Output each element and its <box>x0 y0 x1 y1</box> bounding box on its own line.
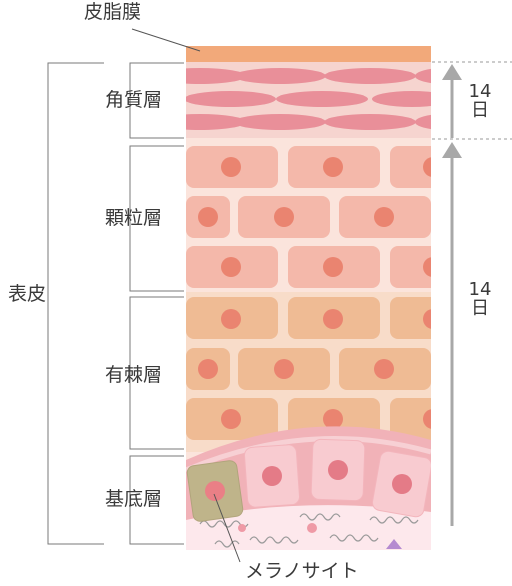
melanocyte-nucleus <box>205 481 225 501</box>
melanocyte-cell <box>186 460 244 522</box>
melanocyte-label: メラノサイト <box>245 560 359 582</box>
dermis-fibers <box>199 513 419 548</box>
granular-cells <box>186 146 431 288</box>
corneum-cell <box>324 68 416 84</box>
nucleus <box>198 207 218 227</box>
nucleus <box>221 309 241 329</box>
turnover-arrow-head <box>442 142 462 158</box>
corneum-cell <box>276 91 368 107</box>
fiber <box>199 520 249 528</box>
corneum-duration: 14 日 <box>467 82 493 121</box>
nucleus <box>323 257 343 277</box>
nucleus <box>221 157 241 177</box>
timeline <box>432 61 512 526</box>
corneum-cell <box>234 68 326 84</box>
dermis-cell <box>238 524 246 532</box>
granular-bracket <box>129 145 184 292</box>
sebum-label: 皮脂膜 <box>84 1 142 23</box>
layer-brackets <box>47 62 184 545</box>
corneum-bracket <box>129 62 184 139</box>
corneum-cell <box>186 114 246 130</box>
corneum-cells <box>186 68 431 130</box>
fiber <box>369 516 419 524</box>
dermis-marker <box>386 539 402 549</box>
nucleus <box>423 309 431 329</box>
sebum-film <box>186 46 431 62</box>
corneum-cell <box>324 114 416 130</box>
spinous-cell <box>390 398 431 440</box>
corneum-cell <box>415 68 431 84</box>
sebum-leader-line <box>131 28 201 52</box>
basal-nucleus <box>328 460 348 480</box>
granular-cell <box>390 246 431 288</box>
nucleus <box>221 257 241 277</box>
corneum-cell <box>372 91 431 107</box>
turnover-duration-unit: 日 <box>471 298 489 320</box>
granular-cell <box>390 146 431 188</box>
nucleus <box>274 207 294 227</box>
corneum-arrow-head <box>442 64 462 80</box>
spinous-cell <box>390 297 431 339</box>
stratum-basale-label: 基底層 <box>105 488 163 510</box>
nucleus <box>323 409 343 429</box>
nucleus <box>274 359 294 379</box>
nucleus <box>374 359 394 379</box>
nucleus <box>423 157 431 177</box>
corneum-cell <box>186 91 276 107</box>
corneum-duration-unit: 日 <box>471 100 489 122</box>
fiber <box>329 534 379 542</box>
stratum-corneum-label: 角質層 <box>105 89 163 111</box>
basal-bracket <box>129 455 184 545</box>
corneum-duration-value: 14 <box>468 81 492 102</box>
nucleus <box>198 359 218 379</box>
epidermis-bracket <box>47 62 104 545</box>
stratum-granulosum-label: 顆粒層 <box>105 207 163 229</box>
turnover-duration-value: 14 <box>468 279 492 300</box>
melanocyte-leader-line <box>213 493 241 563</box>
nucleus <box>374 207 394 227</box>
fiber <box>214 540 240 548</box>
nucleus <box>423 409 431 429</box>
fiber <box>249 536 299 544</box>
skin-cross-section <box>186 46 431 550</box>
basal-membrane-line <box>186 436 431 473</box>
turnover-duration: 14 日 <box>467 280 493 319</box>
spinous-bracket <box>129 296 184 450</box>
corneum-cell <box>415 114 431 130</box>
nucleus <box>323 157 343 177</box>
corneum-cell <box>186 68 246 84</box>
epidermis-label: 表皮 <box>8 283 47 305</box>
nucleus <box>423 257 431 277</box>
nucleus <box>323 309 343 329</box>
basal-cells <box>244 438 431 518</box>
basal-nucleus <box>392 474 412 494</box>
dermis-cells <box>238 523 317 533</box>
corneum-cell <box>234 114 326 130</box>
fiber <box>299 513 341 521</box>
dermis-cell <box>307 523 317 533</box>
basal-nucleus <box>262 466 282 486</box>
nucleus <box>221 409 241 429</box>
stratum-spinosum-label: 有棘層 <box>105 364 163 386</box>
